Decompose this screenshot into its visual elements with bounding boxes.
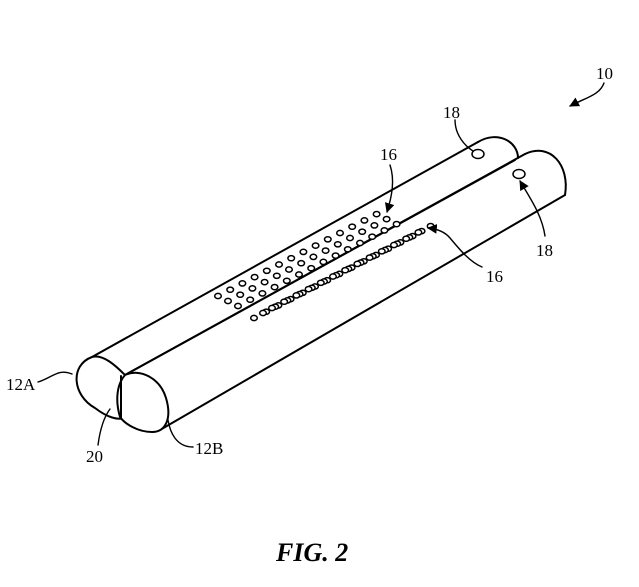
label-16-right: 16 <box>486 267 503 286</box>
perforation-hole <box>379 249 386 254</box>
perforation-hole <box>271 285 278 290</box>
perforation-hole <box>345 247 352 252</box>
perforation-hole <box>264 268 271 273</box>
perforation-hole <box>239 281 246 286</box>
perforation-hole <box>305 287 312 292</box>
perforation-hole <box>318 280 325 285</box>
perforation-hole <box>415 230 422 235</box>
perforation-hole <box>354 261 361 266</box>
perforation-hole <box>296 272 303 277</box>
perforation-hole <box>371 223 378 228</box>
perforation-hole <box>274 273 281 278</box>
end-face-12b <box>117 373 168 432</box>
perforation-hole <box>259 291 266 296</box>
perforation-hole <box>369 234 376 239</box>
perforation-hole <box>308 266 315 271</box>
label-18-right: 18 <box>536 241 553 260</box>
perforation-hole <box>357 240 364 245</box>
perforation-hole <box>249 286 256 291</box>
leader-16-top <box>387 165 393 212</box>
label-12a: 12A <box>6 375 36 394</box>
near-end-faces <box>77 356 169 432</box>
perforation-hole <box>361 218 368 223</box>
perforation-hole <box>325 237 332 242</box>
perforation-hole <box>310 254 317 259</box>
perforation-hole <box>260 310 267 315</box>
perforation-hole <box>281 299 288 304</box>
perforation-hole <box>293 293 300 298</box>
label-20: 20 <box>86 447 103 466</box>
perforation-hole <box>284 278 291 283</box>
perforation-hole <box>269 305 276 310</box>
perforation-hole <box>227 287 234 292</box>
label-10: 10 <box>596 64 613 83</box>
label-18-top: 18 <box>443 103 460 122</box>
perforation-hole <box>347 235 354 240</box>
cylinder-12b <box>125 151 566 430</box>
perforation-hole <box>322 248 329 253</box>
perforation-hole <box>251 275 258 280</box>
cylinder-12a <box>92 137 518 375</box>
perforation-hole <box>225 298 232 303</box>
perforation-hole <box>320 259 327 264</box>
hole-18-top <box>472 150 484 159</box>
perforation-hole <box>286 267 293 272</box>
leader-10 <box>570 83 604 106</box>
perforation-hole <box>298 261 305 266</box>
perforation-hole <box>403 236 410 241</box>
leader-12a <box>38 372 72 382</box>
perforation-hole <box>359 229 366 234</box>
perforation-hole <box>349 224 356 229</box>
perforation-hole <box>247 297 254 302</box>
perforation-hole <box>337 230 344 235</box>
label-12b: 12B <box>195 439 223 458</box>
label-16-top: 16 <box>380 145 397 164</box>
perforation-hole <box>383 217 390 222</box>
perforation-hole <box>330 274 337 279</box>
perforation-hole <box>381 228 388 233</box>
perforation-hole <box>237 292 244 297</box>
perforation-hole <box>366 255 373 260</box>
perforation-hole <box>335 242 342 247</box>
perforation-hole <box>373 212 380 217</box>
perforation-hole <box>261 280 268 285</box>
figure-caption: FIG. 2 <box>275 538 348 567</box>
perforation-hole <box>235 303 242 308</box>
perforation-hole <box>276 262 283 267</box>
perforation-hole <box>215 293 222 298</box>
perforation-hole <box>332 253 339 258</box>
perforation-hole <box>312 243 319 248</box>
perforation-hole <box>288 256 295 261</box>
hole-18-right <box>513 170 525 179</box>
perforation-hole <box>300 249 307 254</box>
perforation-hole <box>391 242 398 247</box>
perforation-hole <box>342 268 349 273</box>
perforations-16-bottom <box>251 224 434 321</box>
perforation-hole <box>251 315 258 320</box>
perforation-hole <box>393 222 400 227</box>
